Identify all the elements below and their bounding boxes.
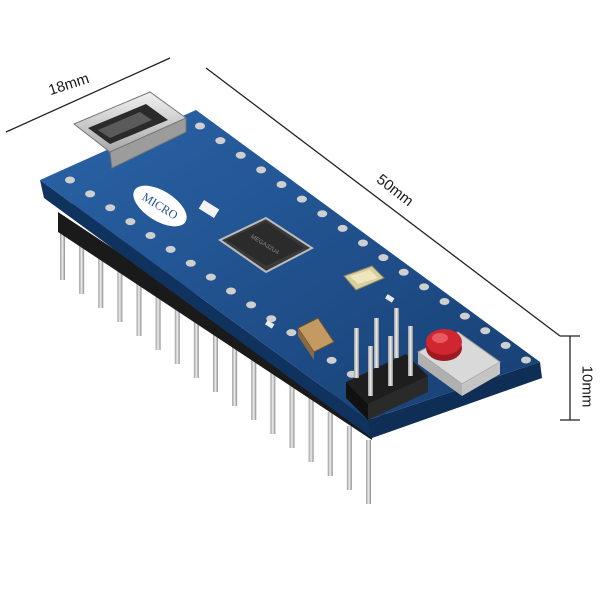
header-pin (98, 244, 104, 308)
reset-button (417, 329, 501, 396)
header-pin (155, 286, 161, 350)
header-pin (213, 328, 218, 392)
solder-pad (521, 356, 531, 364)
pcb-edge (40, 180, 372, 438)
icsp-pin (368, 346, 373, 396)
header-pin (60, 216, 65, 280)
micro-usb-connector (73, 91, 187, 169)
header-pin (79, 230, 85, 294)
icsp-pins (354, 308, 413, 396)
header-pins (60, 216, 371, 504)
solder-pad (65, 176, 75, 184)
dimension-lines (5, 57, 580, 421)
header-pin (289, 384, 295, 448)
solder-pad (398, 268, 409, 276)
solder-pad (246, 301, 257, 309)
solder-pad (226, 287, 236, 295)
header-pin (327, 412, 333, 476)
solder-pad (286, 329, 297, 337)
solder-pad (337, 224, 348, 232)
header-pin (346, 426, 352, 490)
solder-pad (205, 273, 216, 281)
solder-pad (500, 341, 511, 349)
solder-pad (459, 312, 470, 320)
solder-pad (256, 166, 267, 174)
header-pin (193, 314, 199, 378)
led (198, 199, 220, 219)
crystal-oscillator (343, 265, 385, 291)
solder-pad (419, 283, 430, 291)
solder-pad (296, 195, 307, 203)
icsp-pin (388, 336, 393, 386)
solder-pad (439, 298, 450, 305)
header-pin (117, 258, 123, 322)
header-pin (270, 370, 276, 434)
header-pin (308, 398, 314, 462)
solder-pad (215, 137, 226, 145)
solder-pad (195, 122, 205, 130)
solder-pad (266, 315, 277, 323)
solder-pad (235, 151, 246, 159)
micro-silkscreen-label: MICRO (133, 185, 187, 227)
icsp-pin (374, 318, 379, 368)
icsp-pin (394, 308, 399, 358)
icsp-header (346, 354, 428, 420)
pcb-board (40, 110, 540, 420)
icsp-pin (354, 328, 359, 378)
solder-pad (145, 232, 156, 239)
width-dimension-line (5, 57, 171, 133)
solder-pad (326, 356, 337, 364)
header-pin (136, 272, 142, 336)
capacitor (297, 317, 335, 360)
length-dimension-line (205, 67, 561, 337)
solder-pad (276, 181, 287, 188)
solder-pad (480, 327, 491, 335)
header-pin (366, 440, 371, 504)
solder-pad (358, 239, 368, 247)
solder-pad (85, 190, 96, 198)
solder-pad (105, 204, 116, 212)
header-pin (251, 356, 257, 420)
microcontroller-chip: MEGA32U4 (218, 216, 314, 274)
header-pin (174, 300, 180, 364)
solder-pad (165, 245, 176, 253)
solder-pad (317, 210, 328, 218)
height-dimension-label: 10mm (578, 365, 596, 408)
solder-pad (125, 218, 136, 226)
header-pin (232, 342, 238, 406)
icsp-pin (408, 326, 413, 376)
solder-pad (185, 259, 196, 267)
solder-pad (378, 254, 389, 262)
